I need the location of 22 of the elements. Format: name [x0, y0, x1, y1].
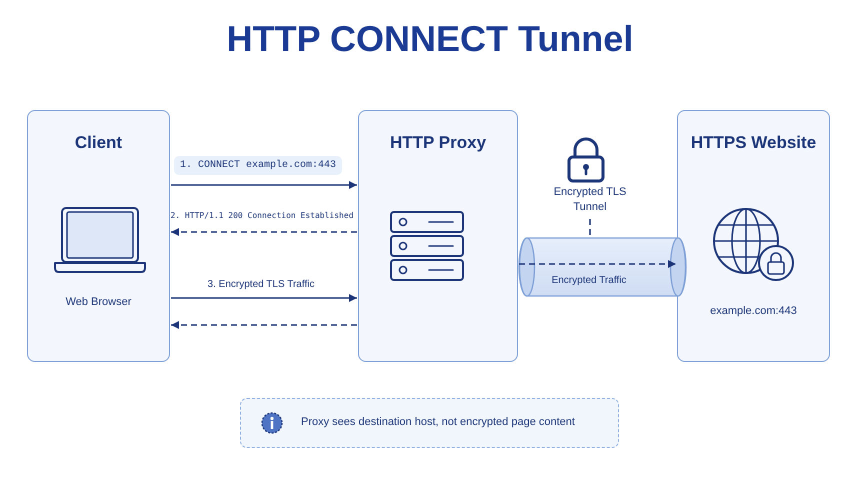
panel-heading: HTTPS Website [690, 133, 818, 153]
arrow [171, 294, 357, 302]
edge-label: Encrypted Traffic [552, 275, 626, 286]
tunnel-arrow [518, 237, 687, 297]
edge-label: 2. HTTP/1.1 200 Connection Established [170, 211, 354, 220]
arrow [171, 181, 357, 189]
panel-heading: Client [74, 133, 124, 153]
edge-label: 3. Encrypted TLS Traffic [208, 279, 314, 290]
client-panel [27, 110, 170, 362]
arrow [171, 321, 357, 329]
tunnel-caption: Encrypted TLS Tunnel [552, 185, 628, 215]
panel-caption: example.com:443 [709, 305, 798, 317]
info-note [240, 398, 619, 448]
arrow [171, 228, 357, 236]
title: HTTP CONNECT Tunnel [226, 18, 634, 60]
edge-label: 1. CONNECT example.com:443 [174, 156, 342, 175]
leader-line [589, 219, 591, 237]
panel-caption: Web Browser [64, 296, 132, 308]
panel-heading: HTTP Proxy [388, 133, 488, 153]
note-text: Proxy sees destination host, not encrypted page content [301, 416, 575, 428]
website-panel [677, 110, 830, 362]
proxy-panel [358, 110, 518, 362]
